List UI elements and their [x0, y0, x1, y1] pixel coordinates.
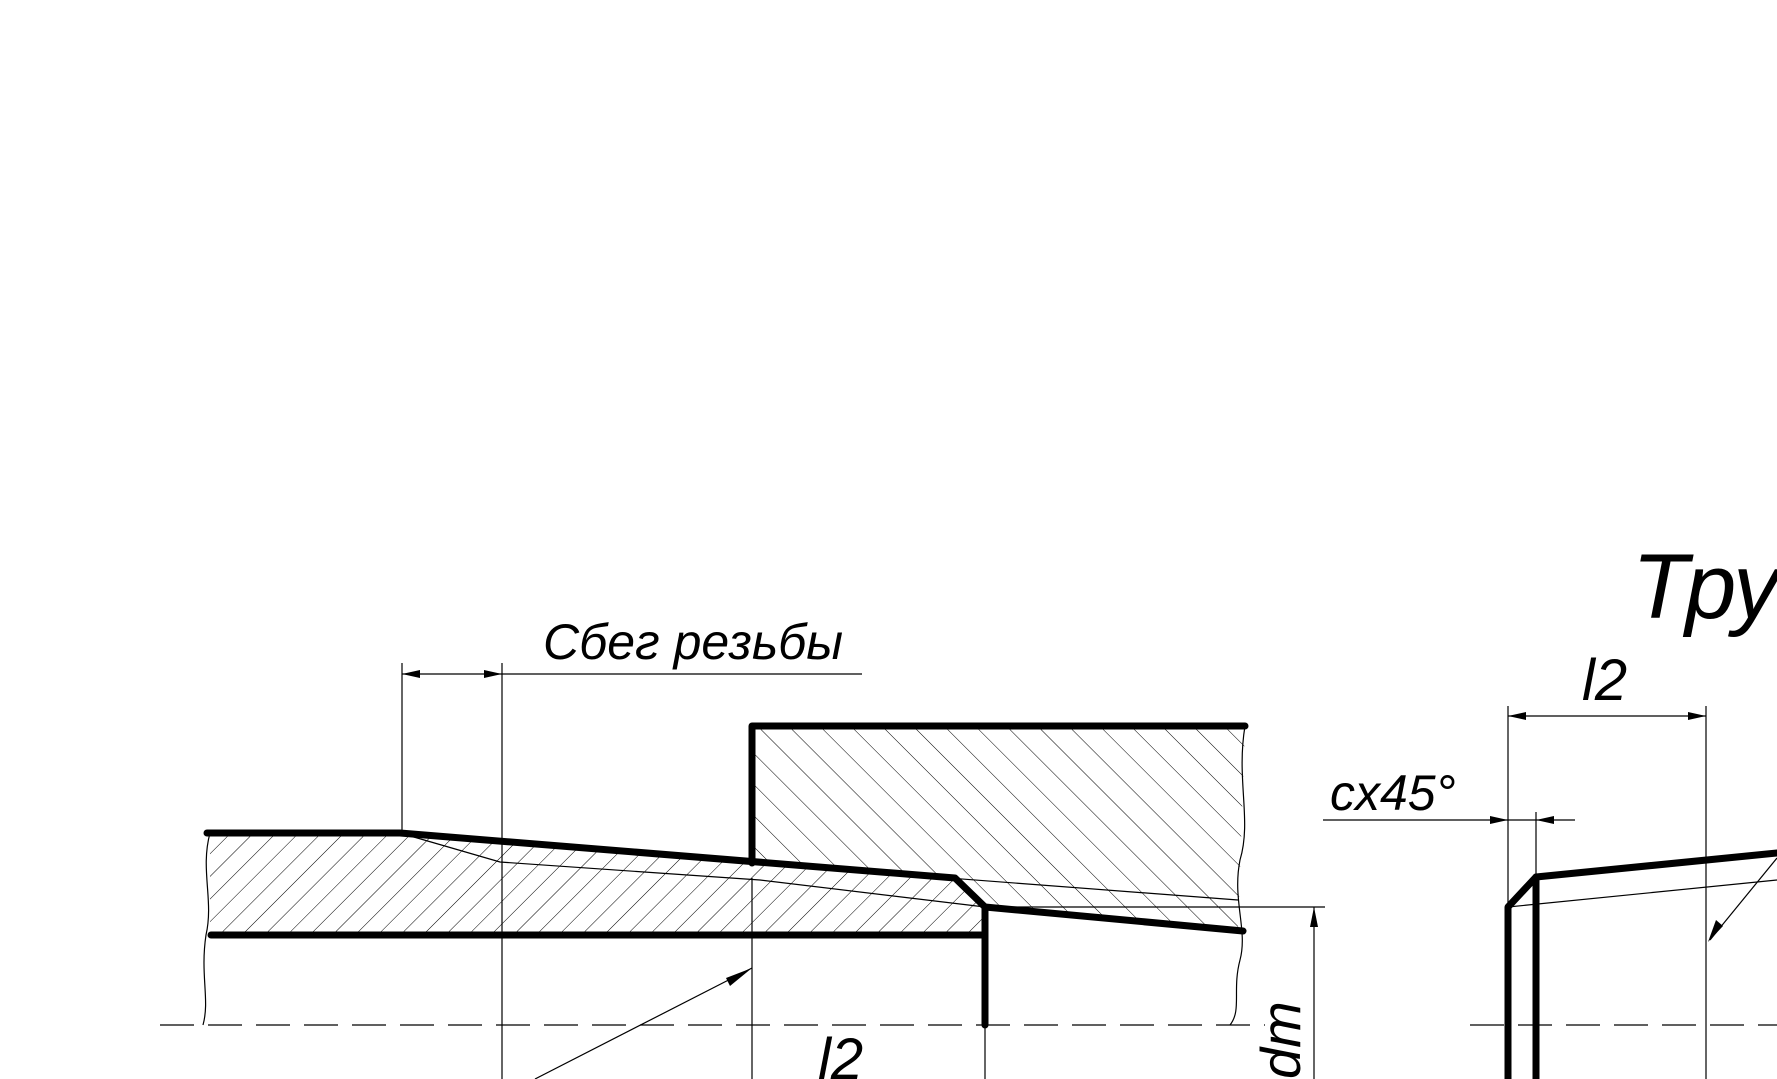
pipe-wall-section — [210, 833, 985, 935]
leader-line — [534, 967, 753, 1079]
arrowhead — [1508, 712, 1526, 720]
arrowhead — [1490, 816, 1508, 824]
length-label-left: l2 — [818, 1027, 863, 1079]
chamfer-label: cx45° — [1330, 765, 1456, 821]
coupling-section — [752, 726, 1245, 930]
arrowhead — [1310, 907, 1318, 927]
arrowhead — [1708, 920, 1723, 942]
arrowhead — [402, 670, 420, 678]
diameter-label: dт — [1249, 1001, 1312, 1079]
break-line-left — [202, 832, 211, 1026]
length-label-right: l2 — [1582, 648, 1627, 713]
pipe-end-contour — [1504, 849, 1777, 1079]
arrowhead — [1536, 816, 1554, 824]
arrowhead — [1688, 712, 1706, 720]
arrowhead — [726, 968, 752, 986]
thread-line-right — [1507, 879, 1777, 908]
coupling-thread-contour — [981, 903, 1247, 935]
thread-runout-label: Сбег резьбы — [543, 614, 843, 670]
arrowhead — [484, 670, 502, 678]
pipe-outer-contour — [203, 829, 989, 1029]
thread-minor-line — [399, 832, 986, 908]
coupling-contour — [748, 722, 1249, 867]
break-line-right — [1229, 725, 1246, 1026]
title-fragment: Тру — [1632, 536, 1777, 638]
